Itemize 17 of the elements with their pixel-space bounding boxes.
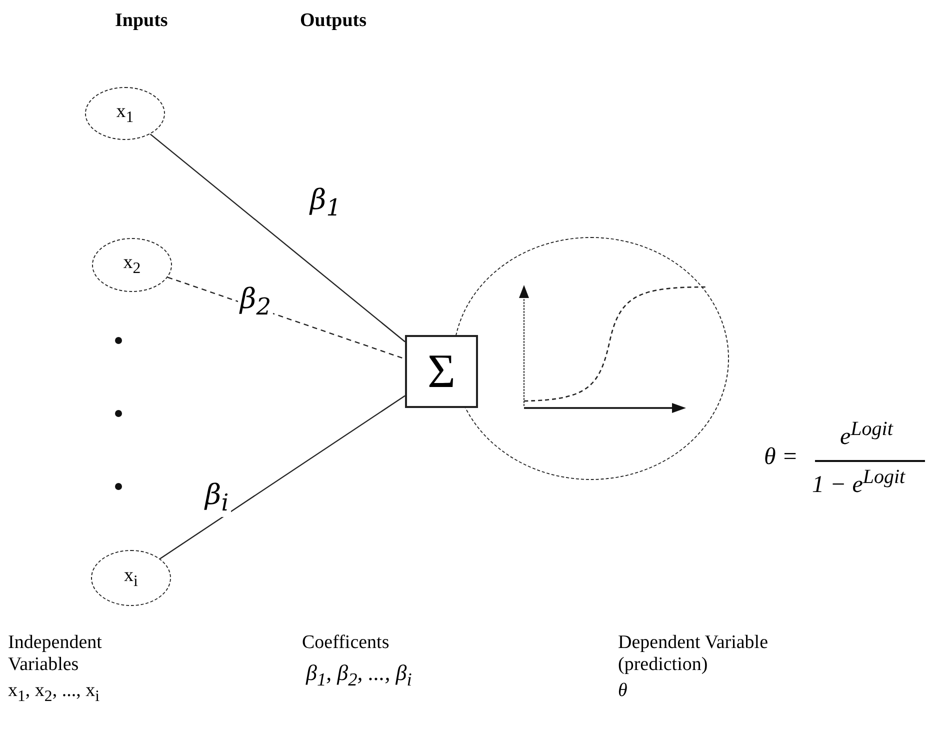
summation-box	[405, 335, 478, 408]
connector-line	[150, 134, 406, 342]
node-label: x$_{i}$	[124, 565, 138, 591]
formula-text: θ =	[764, 444, 798, 471]
column-heading: Outputs	[300, 10, 367, 32]
column-heading: Inputs	[115, 10, 168, 32]
node-label: Σ	[428, 344, 456, 399]
caption-text: θ	[618, 680, 628, 702]
caption-text: β$_{1}$, β$_{2}$, ..., β$_{i}$	[306, 660, 412, 690]
formula-text: 1 − e$^{Logit}$	[812, 466, 906, 499]
node-label: x$_{2}$	[123, 252, 141, 278]
caption-text: Coefficents	[302, 632, 390, 654]
formula-text: e$^{Logit}$	[840, 418, 893, 451]
connector-line	[160, 395, 406, 560]
caption-text: Dependent Variable (prediction)	[618, 632, 770, 676]
node-label: x$_{1}$	[116, 100, 134, 126]
caption-text: x$_{1}$, x$_{2}$, ..., x$_{i}$	[8, 680, 100, 706]
